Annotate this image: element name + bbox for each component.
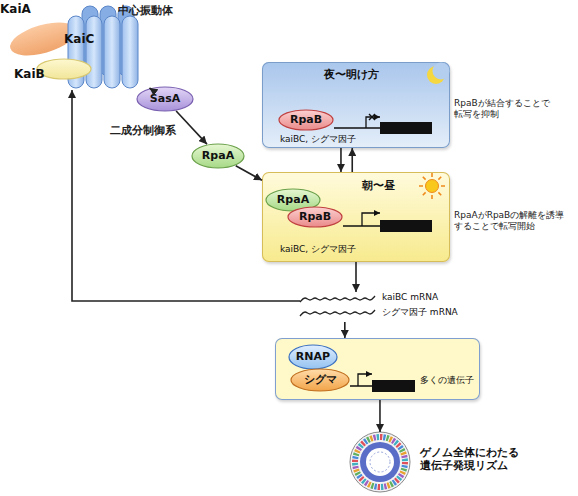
state-box: 朝〜昼 kaiBC, シグマ因子 RpaARpaB (262, 172, 450, 262)
annotation-text: 二成分制御系 (110, 124, 190, 138)
genome-ring (350, 432, 410, 492)
gene-tick (383, 434, 386, 440)
state-box: 夜〜明け方 kaiBC, シグマ因子 RpaB (262, 62, 450, 148)
block-mark (369, 114, 375, 120)
gene-tick (387, 482, 391, 488)
protein-ellipse: SasA (136, 86, 194, 112)
dna-line (350, 385, 372, 387)
protein-ellipse: RpaB (287, 206, 343, 228)
ellipse-shape (192, 144, 244, 168)
gene-tick (369, 435, 373, 441)
connector-arrow (351, 148, 353, 172)
genome-core (366, 448, 394, 476)
protein-ellipse: RpaB (278, 109, 334, 131)
node-text: kaiBC mRNA (382, 292, 462, 303)
gene-tick (376, 434, 379, 440)
mrna-strand (300, 310, 375, 316)
node-outline (348, 430, 412, 494)
mrna-strand (300, 296, 375, 302)
block-mark (369, 114, 375, 120)
gene-block (380, 122, 432, 134)
gene-tick (374, 483, 377, 489)
node-text: KaiA (0, 2, 44, 16)
genome-map (350, 432, 410, 492)
gene-tick (373, 434, 377, 440)
connector-arrow (72, 90, 300, 301)
gene-tick (352, 463, 358, 466)
annotation-text: RpaAがRpaBの解離を誘導 することで転写開始 (454, 210, 578, 233)
genome-circle: ゲノム全体にわたる 遺伝子発現リズム (348, 430, 412, 494)
kaic-subunit (86, 16, 102, 88)
gene-tick (352, 466, 358, 470)
gene-tick (381, 484, 384, 490)
kaic-subunit (104, 16, 120, 88)
gene-tick (401, 465, 407, 468)
gene-tick (402, 462, 408, 465)
gene-tick (352, 456, 358, 459)
gene-tick (377, 484, 380, 490)
ellipse-shape (137, 87, 193, 111)
node-text: シグマ因子 mRNA (382, 307, 462, 318)
ellipse-shape (291, 369, 349, 391)
node-text: RpaA (191, 143, 245, 169)
gene-block (372, 380, 415, 392)
node-text: kaiBC, シグマ因子 (280, 134, 400, 145)
gene-block (380, 220, 432, 232)
ellipse-shape (288, 207, 342, 227)
mrna-group: kaiBC mRNA シグマ因子 mRNA (300, 292, 460, 322)
sun-icon (419, 173, 445, 199)
moon-shadow (433, 63, 450, 80)
node-text: KaiB (14, 67, 58, 81)
genome-ring (360, 442, 400, 482)
node-text: 多くの遺伝子 (420, 375, 478, 386)
gene-tick (353, 469, 359, 473)
node-text: kaiBC, シグマ因子 (280, 244, 400, 255)
annotation-text: RpaBが結合することで 転写を抑制 (454, 98, 576, 121)
dna-line (334, 127, 380, 129)
connector-arrow (236, 166, 262, 181)
node-text: シグマ (290, 368, 350, 392)
ellipse-shape (279, 110, 333, 130)
connector-arrow (344, 322, 346, 338)
connector-arrow (355, 262, 357, 292)
ellipse-shape (289, 345, 337, 369)
sun-rays (419, 173, 445, 199)
node-text: KaiC (64, 32, 108, 46)
gene-tick (401, 455, 407, 459)
node-text: RpaB (278, 109, 334, 131)
gene-tick (352, 459, 358, 462)
node-text: 夜〜明け方 (324, 68, 404, 81)
protein-ellipse: RpaA (191, 143, 245, 169)
node-text: RpaA (265, 188, 321, 212)
protein-ellipse: シグマ (290, 368, 350, 392)
gene-tick (380, 434, 383, 440)
annotation-text: 中心振動体 (118, 4, 190, 18)
node-text: 朝〜昼 (362, 179, 422, 192)
connector-arrow (379, 400, 381, 432)
ellipse-shape (37, 59, 91, 79)
gene-tick (384, 483, 388, 489)
protein-ellipse: RNAP (288, 344, 338, 370)
connector-arrow (176, 111, 207, 144)
node-text: RpaB (287, 206, 343, 228)
node-text: ゲノム全体にわたる 遺伝子発現リズム (420, 446, 528, 472)
connector-arrow (340, 148, 342, 172)
node-text: RNAP (288, 344, 338, 370)
kaic-subunit (122, 16, 138, 88)
gene-tick (402, 458, 408, 461)
transcription-arrow (362, 213, 380, 226)
node-text: SasA (136, 86, 194, 112)
connector-arrow (149, 88, 152, 90)
protein-ellipse: RpaA (265, 188, 321, 212)
protein-ellipse: KaiB (36, 58, 92, 80)
transcription-arrow (358, 374, 372, 386)
gene-tick (400, 451, 406, 455)
sun-disc (426, 180, 439, 193)
genome-core (370, 452, 390, 472)
